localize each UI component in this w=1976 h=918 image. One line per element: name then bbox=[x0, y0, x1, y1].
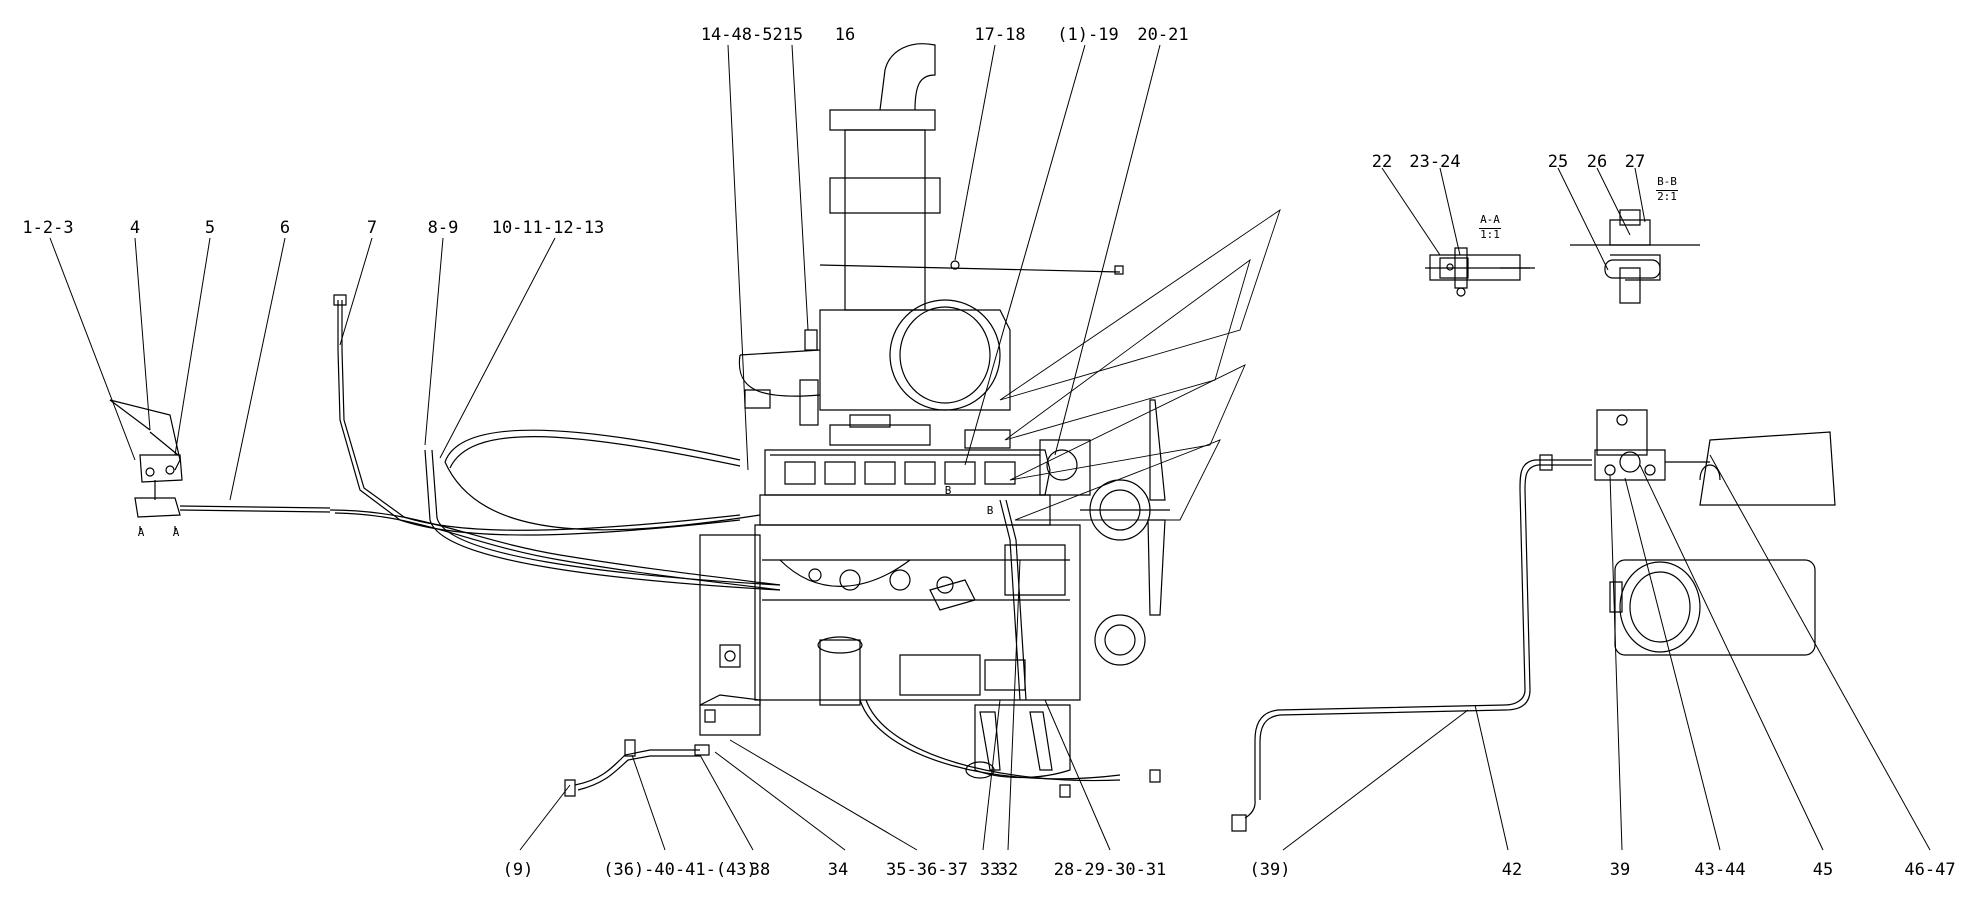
section-view-a-a bbox=[1425, 248, 1535, 296]
callout-9-paren: (9) bbox=[502, 860, 534, 880]
engine-block bbox=[700, 400, 1170, 797]
callout-32-label: 32 bbox=[997, 860, 1019, 880]
exhaust-stack bbox=[739, 44, 1123, 425]
callout-39: 39 bbox=[1609, 860, 1631, 880]
callout-39-paren: (39) bbox=[1249, 860, 1291, 880]
callout-4: 4 bbox=[129, 218, 141, 238]
callout-17-18: 17-18 bbox=[974, 25, 1026, 45]
section-a-a-title: A-A bbox=[1480, 213, 1500, 226]
callout-42: 42 bbox=[1501, 860, 1523, 880]
callout-45: 45 bbox=[1812, 860, 1834, 880]
callout-26: 26 bbox=[1586, 152, 1608, 172]
callout-33: 33 bbox=[979, 860, 1001, 880]
callout-43-44: 43-44 bbox=[1694, 860, 1746, 880]
section-b-b-title: B-B bbox=[1657, 175, 1677, 188]
section-b-b-scale: 2:1 bbox=[1656, 190, 1678, 203]
callout-10-11-12-13: 10-11-12-13 bbox=[491, 218, 605, 238]
callout-20-21: 20-21 bbox=[1137, 25, 1189, 45]
callout-46-47: 46-47 bbox=[1904, 860, 1956, 880]
callout-5: 5 bbox=[204, 218, 216, 238]
callout-25: 25 bbox=[1547, 152, 1569, 172]
callout-28-29-30-31: 28-29-30-31 bbox=[1053, 860, 1167, 880]
section-marker-a-2: A bbox=[172, 526, 180, 539]
callout-34: 34 bbox=[827, 860, 849, 880]
fuel-lines bbox=[565, 710, 715, 796]
callout-16: 16 bbox=[834, 25, 856, 45]
callout-35-36-37: 35-36-37 bbox=[886, 860, 968, 880]
throttle-pedal-assembly bbox=[110, 400, 330, 532]
callout-8-9: 8-9 bbox=[427, 218, 459, 238]
callout-23-24: 23-24 bbox=[1409, 152, 1461, 172]
callout-6: 6 bbox=[279, 218, 291, 238]
callout-1-19: (1)-19 bbox=[1057, 25, 1119, 45]
remote-filter-assembly bbox=[1232, 410, 1835, 831]
leader-lines bbox=[50, 45, 1930, 850]
callout-14-48-52-15: 14-48-5215 bbox=[700, 25, 804, 45]
callout-1-2-3: 1-2-3 bbox=[22, 218, 74, 238]
callout-38: 38 bbox=[749, 860, 771, 880]
section-view-b-b bbox=[1570, 210, 1700, 303]
callout-22: 22 bbox=[1371, 152, 1393, 172]
callout-27: 27 bbox=[1624, 152, 1646, 172]
section-marker-b-2: B bbox=[986, 504, 994, 517]
section-marker-a-1: A bbox=[137, 526, 145, 539]
fan-shroud-outline bbox=[1000, 210, 1280, 520]
control-cables bbox=[330, 295, 780, 590]
callout-7: 7 bbox=[366, 218, 378, 238]
section-marker-b-1: B bbox=[944, 484, 952, 497]
callout-36-40-41-43: (36)-40-41-(43) bbox=[603, 860, 757, 880]
section-a-a-scale: 1:1 bbox=[1479, 228, 1501, 241]
